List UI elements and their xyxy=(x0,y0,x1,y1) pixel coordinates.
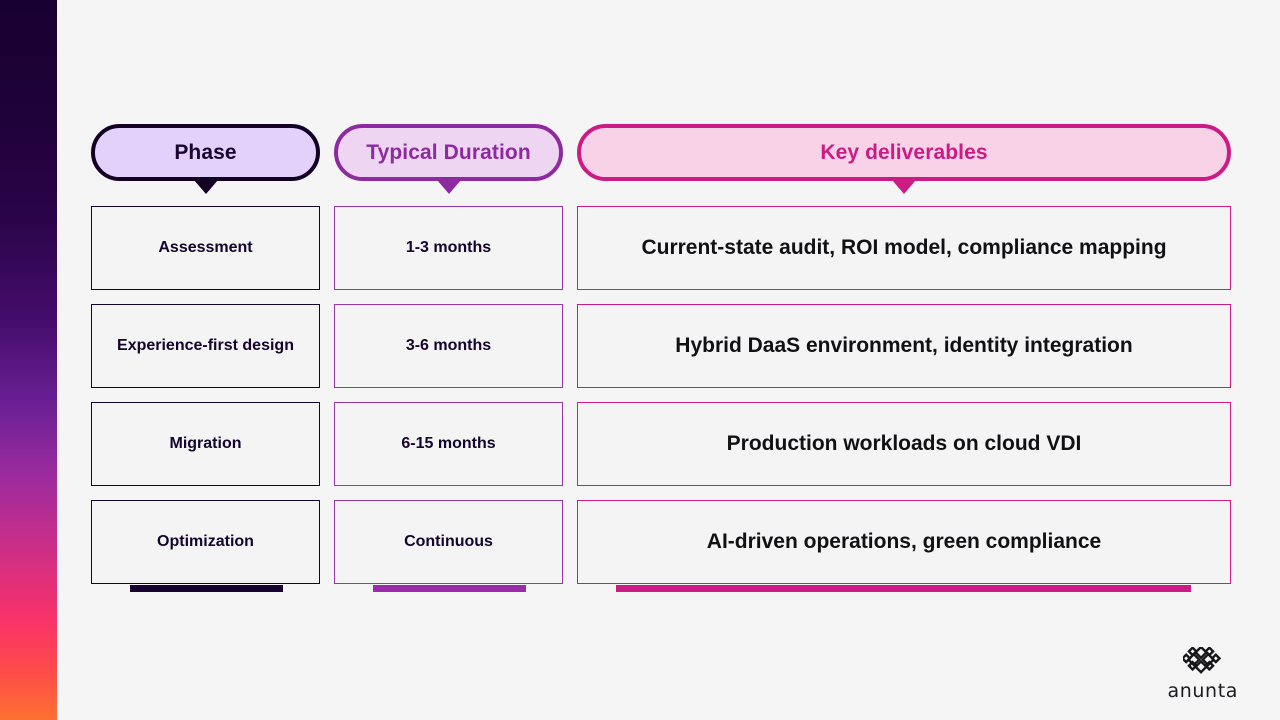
header-label-deliverables: Key deliverables xyxy=(820,140,988,164)
cell-phase[interactable]: Experience-first design xyxy=(91,304,320,388)
header-label-duration: Typical Duration xyxy=(366,140,531,164)
column-accent-underline-phase xyxy=(130,585,283,592)
cell-phase[interactable]: Optimization xyxy=(91,500,320,592)
cell-phase[interactable]: Migration xyxy=(91,402,320,486)
cell-deliverables[interactable]: AI-driven operations, green compliance xyxy=(577,500,1231,592)
cell-phase[interactable]: Assessment xyxy=(91,206,320,290)
table-row: Optimization Continuous AI-driven operat… xyxy=(91,500,1231,592)
caret-down-icon-deliverables xyxy=(892,180,916,194)
cell-duration[interactable]: 3-6 months xyxy=(334,304,563,388)
table-row: Assessment 1-3 months Current-state audi… xyxy=(91,206,1231,290)
column-accent-underline-deliverables xyxy=(616,585,1191,592)
table-header-row: Phase Typical Duration Key deliverables xyxy=(91,124,1231,194)
header-pill-phase[interactable]: Phase xyxy=(91,124,320,194)
cell-phase-text: Optimization xyxy=(157,532,254,550)
brand-wordmark: anunta xyxy=(1167,680,1238,702)
cell-duration[interactable]: 1-3 months xyxy=(334,206,563,290)
phase-roadmap-table: Phase Typical Duration Key deliverables … xyxy=(91,124,1231,598)
caret-down-icon-phase xyxy=(193,180,218,194)
header-pill-duration[interactable]: Typical Duration xyxy=(334,124,563,194)
cell-duration-text: Continuous xyxy=(404,532,493,550)
table-row: Migration 6-15 months Production workloa… xyxy=(91,402,1231,486)
cell-duration[interactable]: Continuous xyxy=(334,500,563,592)
cell-deliverables[interactable]: Current-state audit, ROI model, complian… xyxy=(577,206,1231,290)
anunta-knot-icon xyxy=(1182,647,1221,674)
header-label-phase: Phase xyxy=(174,140,237,164)
brand-logo: anunta xyxy=(1168,647,1238,702)
cell-deliverables[interactable]: Hybrid DaaS environment, identity integr… xyxy=(577,304,1231,388)
caret-down-icon-duration xyxy=(436,180,461,194)
cell-deliverables-text: AI-driven operations, green compliance xyxy=(706,529,1102,553)
left-gradient-accent-bar xyxy=(0,0,57,720)
cell-duration[interactable]: 6-15 months xyxy=(334,402,563,486)
table-row: Experience-first design 3-6 months Hybri… xyxy=(91,304,1231,388)
header-pill-deliverables[interactable]: Key deliverables xyxy=(577,124,1231,194)
cell-deliverables[interactable]: Production workloads on cloud VDI xyxy=(577,402,1231,486)
column-accent-underline-duration xyxy=(373,585,526,592)
